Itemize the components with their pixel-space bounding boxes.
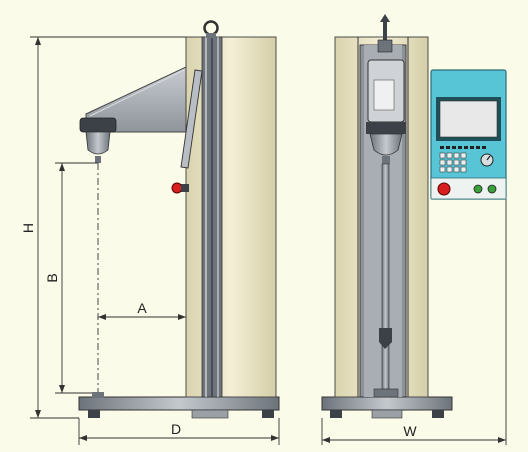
front-view xyxy=(321,14,507,419)
side-view xyxy=(78,20,280,419)
front-base-foot-left xyxy=(330,410,342,418)
side-base-foot-left xyxy=(88,410,100,418)
front-base-plate xyxy=(321,396,453,411)
side-column xyxy=(185,36,277,398)
keypad-icon[interactable] xyxy=(439,146,486,173)
side-spindle-chuck xyxy=(85,131,111,155)
dimension-label-h: H xyxy=(20,223,36,233)
front-base-foot-right xyxy=(432,410,444,418)
front-weight-block xyxy=(379,328,392,342)
front-anvil xyxy=(373,388,399,398)
indicator-light-icon xyxy=(473,184,483,194)
dimensions xyxy=(30,36,507,445)
side-anvil xyxy=(92,392,104,398)
dimension-label-w: W xyxy=(403,423,417,439)
side-handle-bar xyxy=(180,69,203,169)
front-guide-rod xyxy=(381,163,390,390)
side-base-foot-right xyxy=(262,410,274,418)
side-base-block xyxy=(191,409,229,419)
front-base-block xyxy=(371,409,403,419)
dimension-label-b: B xyxy=(44,273,60,282)
dimension-arrows xyxy=(35,37,506,443)
dimension-label-a: A xyxy=(137,300,147,316)
estop-button-icon[interactable] xyxy=(171,182,183,194)
front-top-rod xyxy=(383,20,387,42)
dimension-label-d: D xyxy=(171,421,181,437)
estop-button-icon[interactable] xyxy=(437,182,451,196)
lifting-eye-icon xyxy=(203,20,219,36)
indicator-light-icon xyxy=(487,184,497,194)
front-spindle-chuck xyxy=(369,133,403,156)
side-spindle-housing xyxy=(79,117,117,133)
control-panel-screen xyxy=(439,100,498,138)
side-base-plate xyxy=(78,396,280,411)
